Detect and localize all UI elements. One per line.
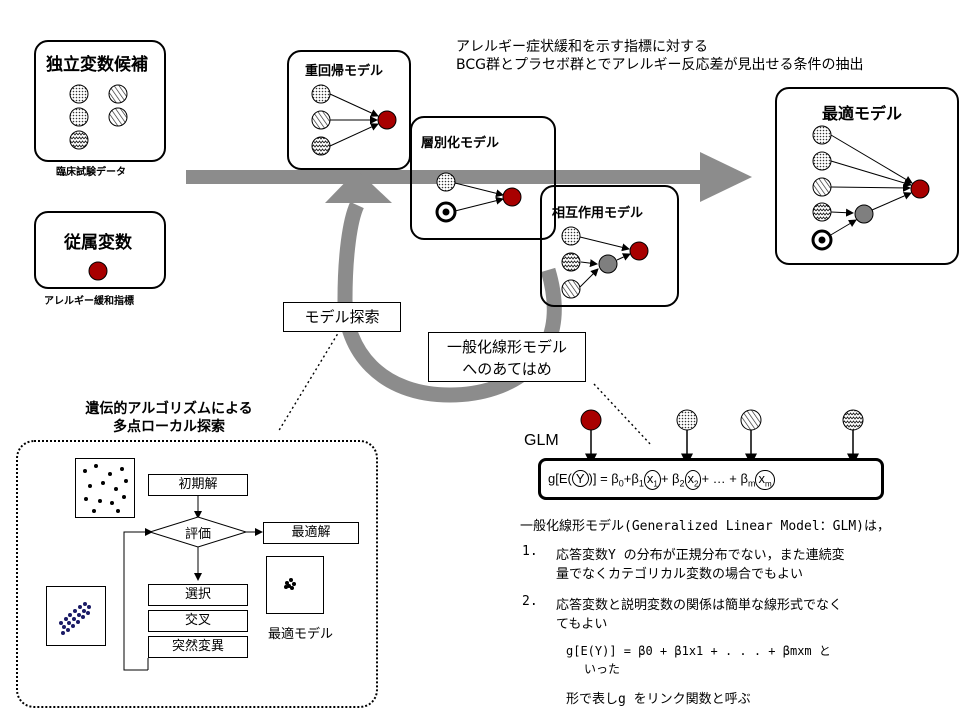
evaluate-diamond (148, 516, 248, 548)
regression-model-title: 重回帰モデル (305, 64, 384, 79)
interaction-model-title: 相互作用モデル (552, 206, 644, 221)
glm-footer: 形で表しg をリンク関数と呼ぶ (566, 692, 751, 707)
eq-g: g[E( (548, 471, 572, 486)
glm-desc-intro: 一般化線形モデル(Generalized Linear Model：GLM)は， (520, 519, 890, 534)
ga-flow-lines (123, 496, 263, 671)
ga-title-line2: 多点ローカル探索 (113, 419, 225, 435)
interaction-graph (561, 226, 649, 299)
glm-graph (580, 409, 864, 466)
stratified-graph (435, 172, 522, 223)
optimal-model-title: 最適モデル (822, 104, 903, 123)
best-solution-plot (266, 556, 324, 614)
glm-fit-line2: へのあてはめ (462, 360, 552, 378)
mutation-box: 突然変異 (148, 636, 248, 658)
candidates-title: 独立変数候補 (46, 55, 148, 75)
optimal-model-box (775, 87, 959, 265)
optimal-graph (811, 125, 930, 251)
glm-equation-box (538, 458, 884, 500)
eq-x1: x1 (643, 470, 661, 490)
glm-item1-num: 1. (522, 544, 538, 559)
converging-population-plot (46, 586, 106, 646)
eq-y: Y (571, 470, 589, 487)
glm-formula-line2: いった (584, 662, 621, 676)
candidates-caption: 臨床試験データ (56, 167, 126, 178)
eq-xm: xm (755, 470, 775, 490)
candidate-nodes (69, 84, 128, 150)
dependent-node (88, 261, 108, 281)
glm-item2-num: 2. (522, 594, 538, 609)
ga-panel (16, 440, 378, 708)
glm-label: GLM (524, 432, 559, 449)
glm-item1-line1: 応答変数Y の分布が正規分布でない，また連続変 (556, 548, 845, 563)
stratified-model-title: 層別化モデル (421, 136, 500, 151)
best-solution-box: 最適解 (263, 522, 359, 544)
eq-mid: )] = β (588, 471, 619, 486)
stratified-model-box (410, 116, 556, 240)
glm-item2-line1: 応答変数と説明変数の関係は簡単な線形式でなく (556, 598, 843, 613)
dependent-caption: アレルギー緩和指標 (44, 296, 134, 307)
dotted-connector-ga (277, 329, 341, 433)
initial-population-plot (75, 458, 135, 518)
candidates-box (34, 40, 166, 162)
glm-item2-line2: てもよい (556, 617, 608, 632)
dependent-box (34, 211, 166, 289)
glm-fit-line1: 一般化線形モデル (446, 338, 567, 356)
header-line1: アレルギー症状緩和を示す指標に対する (456, 39, 708, 55)
glm-item1-line2: 量でなくカテゴリカル変数の場合でもよい (556, 567, 804, 582)
regression-model-box (287, 50, 411, 170)
selection-box: 選択 (148, 584, 248, 606)
header-line2: BCG群とプラセボ群とでアレルギー反応差が見出せる条件の抽出 (456, 57, 864, 73)
eq-x2: x2 (684, 470, 702, 490)
glm-formula-line1: g[E(Y)] = β0 + β1x1 + . . . + βmxm と (566, 644, 831, 658)
best-model-caption: 最適モデル (268, 627, 334, 642)
interaction-model-box (540, 185, 679, 307)
dotted-connector-glm (593, 383, 653, 447)
crossover-box: 交叉 (148, 610, 248, 632)
ga-title-line1: 遺伝的アルゴリズムによる (85, 401, 253, 417)
model-search-label: モデル探索 (283, 302, 401, 332)
dependent-title: 従属変数 (64, 233, 132, 253)
regression-graph (311, 84, 397, 156)
initial-solution-box: 初期解 (148, 474, 248, 496)
glm-fit-label: 一般化線形モデル へのあてはめ (428, 332, 586, 382)
evaluate-label: 評価 (184, 527, 211, 542)
